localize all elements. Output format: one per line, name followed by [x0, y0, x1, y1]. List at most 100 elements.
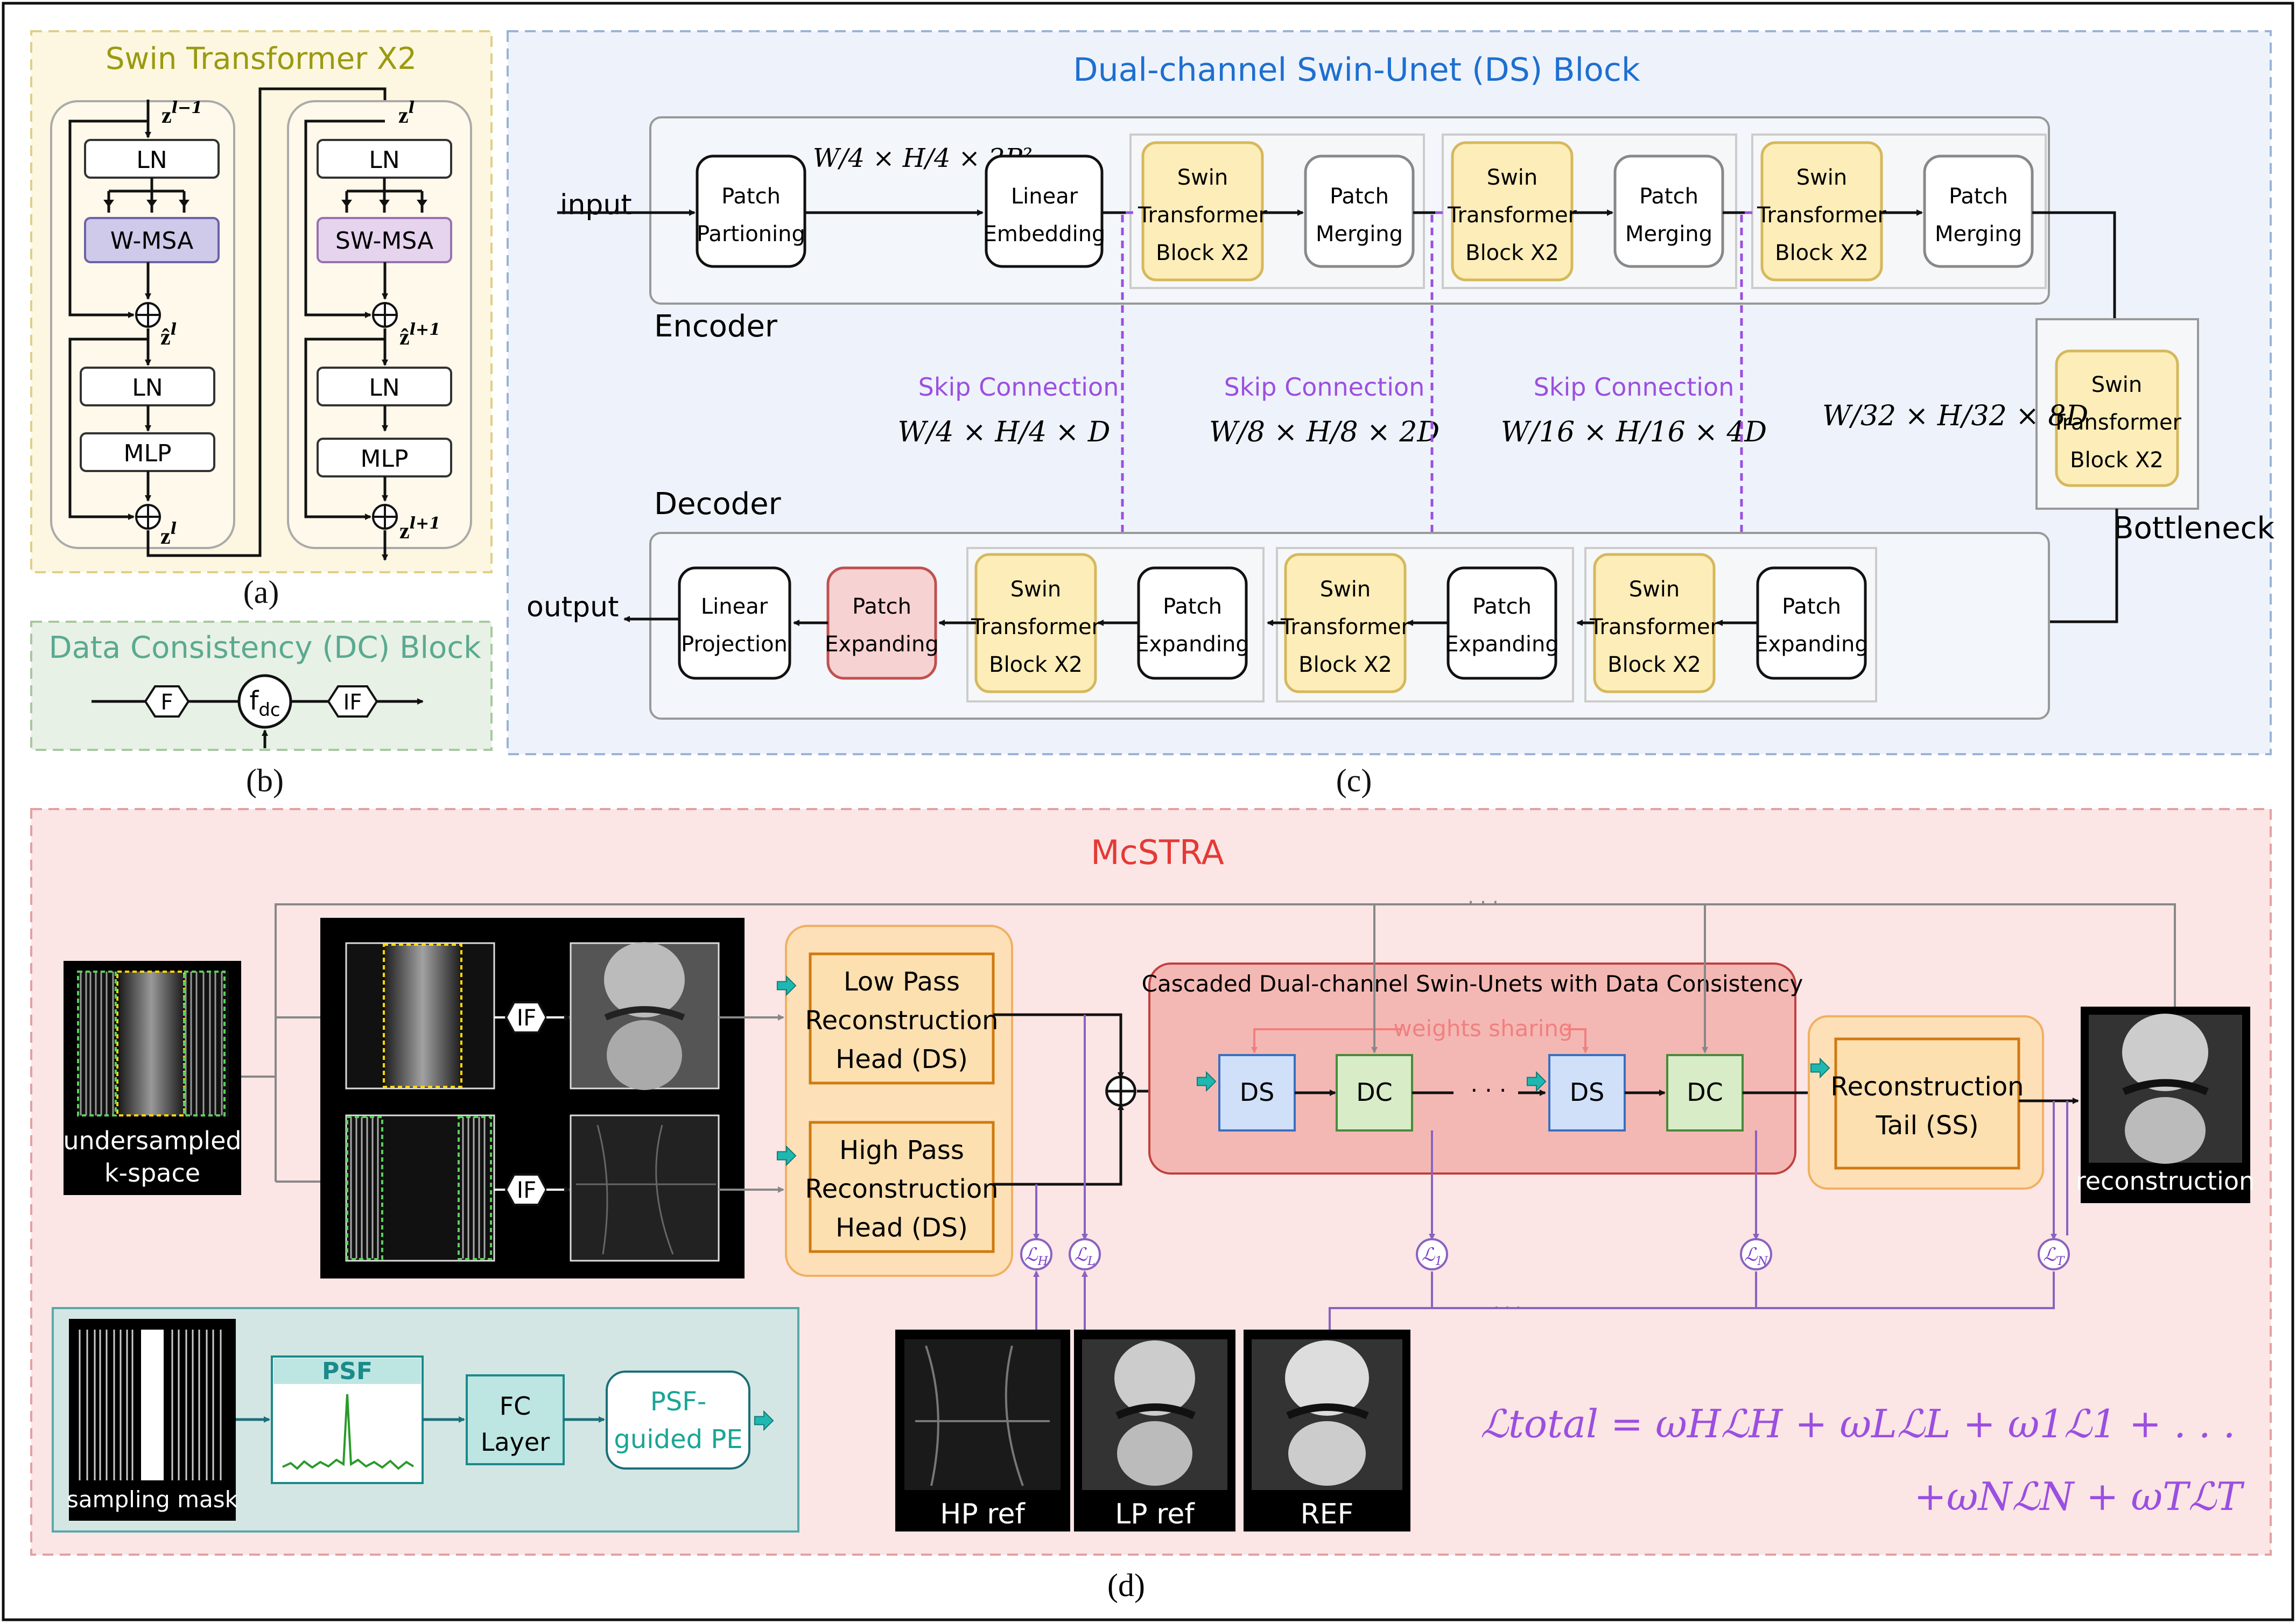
patch-partition-line1: Patch [721, 184, 781, 209]
expand-label: Expanding [825, 632, 938, 657]
expand-label: Patch [1472, 594, 1532, 619]
encoder-stage-1: Swin Transformer Block X2 Patch Merging [1129, 134, 1425, 289]
lp-ref-panel: LP ref [1074, 1330, 1235, 1531]
ref-label: REF [1301, 1498, 1354, 1530]
swin-label: Swin [1010, 577, 1062, 602]
dc-label-n: DC [1687, 1078, 1723, 1107]
patch-partition-box [696, 154, 806, 268]
reconstruction-image [2089, 1014, 2242, 1164]
residual-add-icon [135, 302, 161, 328]
panel-c-title: Dual-channel Swin-Unet (DS) Block [1073, 51, 1640, 89]
lp-ref-label: LP ref [1115, 1498, 1195, 1530]
high-pass-head-box [809, 1121, 995, 1253]
ln3-label: LN [369, 146, 399, 174]
swin-label: Transformer [971, 615, 1101, 640]
input-label: input [560, 189, 632, 221]
total-loss-equation-line2: +ωNℒN + ωTℒT [1914, 1474, 2245, 1519]
linear-projection-box [678, 566, 791, 680]
swin-label: Block X2 [1156, 241, 1249, 265]
linear-projection-line1: Linear [701, 594, 768, 619]
w-msa-label: W-MSA [110, 227, 193, 255]
panel-a-swin-transformer: Swin Transformer X2 (a) zl−1 LN W-MSA ẑl… [30, 30, 493, 610]
low-pass-head-box [809, 952, 995, 1085]
residual-add-icon-3 [372, 302, 398, 328]
patch-merging-1 [1304, 154, 1415, 268]
expand-label: Patch [1163, 594, 1222, 619]
panel-b-caption: (b) [246, 763, 284, 798]
hp-ref-label: HP ref [940, 1498, 1026, 1530]
z-input-right: zl [398, 99, 415, 128]
swin-label: Transformer [2052, 410, 2182, 435]
patch-merging-3 [1923, 154, 2034, 268]
expand-label: Expanding [1135, 632, 1249, 657]
psf-label: PSF [322, 1358, 373, 1385]
decoder-stage-1: Patch Expanding Swin Transformer Block X… [966, 547, 1265, 702]
merge-label: Merging [1316, 222, 1403, 247]
swin-label: Swin [2091, 373, 2143, 397]
residual-add-icon-4 [372, 504, 398, 530]
ln2-label: LN [132, 374, 163, 402]
swin-label: Swin [1796, 165, 1848, 190]
psf-plot [282, 1394, 415, 1470]
expand-label: Expanding [1754, 632, 1868, 657]
ln4-label: LN [369, 374, 399, 402]
swin-label: Swin [1177, 165, 1228, 190]
loss-ll-node [1069, 1238, 1101, 1270]
skip-connection-1 [1119, 211, 1133, 615]
swin-label: Transformer [1447, 203, 1577, 228]
z-hat-left: ẑl [160, 320, 177, 350]
bottleneck-dim: W/32 × H/32 × 8D [1822, 400, 2088, 432]
ds-block-1 [1218, 1054, 1296, 1132]
reconstruction-label: reconstruction [2076, 1167, 2255, 1196]
ds-label-n: DS [1570, 1078, 1605, 1107]
decoder-stage-3: Patch Expanding Swin Transformer Block X… [1584, 547, 1877, 702]
low-head-line2: Reconstruction [805, 1006, 998, 1036]
swin-label: Block X2 [1775, 241, 1869, 265]
psf-pe-line2: guided PE [614, 1424, 742, 1455]
ref-panel: REF [1244, 1330, 1410, 1531]
swin-label: Transformer [1138, 203, 1268, 228]
inverse-fourier-icon [327, 685, 378, 718]
swin-label: Transformer [1280, 615, 1410, 640]
loss-lt-node [2038, 1238, 2070, 1270]
fc-layer-box [466, 1374, 565, 1465]
total-loss-equation-line1: ℒtotal = ωHℒH + ωLℒL + ω1ℒ1 + . . . [1480, 1401, 2235, 1446]
kspace-label-1: undersampled [63, 1126, 241, 1155]
merge-label: Patch [1330, 184, 1389, 209]
z-out-left: zl [160, 519, 177, 549]
high-pass-kspace-image [345, 1114, 495, 1262]
swin-label: Block X2 [1465, 241, 1559, 265]
encoder-stage-2: Swin Transformer Block X2 Patch Merging [1442, 134, 1737, 289]
low-head-line1: Low Pass [844, 967, 960, 997]
reconstruction-tail-box [1834, 1037, 2020, 1170]
swin-label: Swin [1629, 577, 1680, 602]
swin-block-bottleneck [2055, 349, 2179, 487]
loss-l1-label: ℒ1 [1422, 1244, 1443, 1268]
cascade-title: Cascaded Dual-channel Swin-Unets with Da… [1142, 971, 1803, 997]
swin-label: Transformer [1757, 203, 1887, 228]
if-label-high: IF [517, 1177, 537, 1203]
loss-ln-node [1740, 1238, 1772, 1270]
fc-line2: Layer [481, 1428, 550, 1457]
output-label: output [526, 591, 619, 623]
residual-add-icon-2 [135, 504, 161, 530]
encoder-label: Encoder [654, 309, 778, 344]
merge-label: Merging [1935, 222, 2022, 247]
kspace-label-2: k-space [104, 1158, 200, 1188]
swin-label: Block X2 [1607, 652, 1701, 677]
merge-label: Patch [1949, 184, 2008, 209]
panel-c-ds-block: Dual-channel Swin-Unet (DS) Block (c) En… [507, 30, 2274, 798]
expand-label: Patch [852, 594, 911, 619]
high-head-line1: High Pass [839, 1135, 964, 1165]
expand-label: Expanding [1445, 632, 1558, 657]
swin-label: Block X2 [1298, 652, 1392, 677]
high-head-line2: Reconstruction [805, 1174, 998, 1204]
skip-label-1: Skip Connection [918, 373, 1119, 402]
merge-label: Merging [1625, 222, 1712, 247]
decoder-stage-2: Patch Expanding Swin Transformer Block X… [1276, 547, 1574, 702]
kspace-feed-ellipsis: · · · [1468, 891, 1498, 914]
merge-label: Patch [1639, 184, 1698, 209]
if-label: IF [343, 690, 362, 715]
panel-a-caption: (a) [243, 574, 279, 610]
